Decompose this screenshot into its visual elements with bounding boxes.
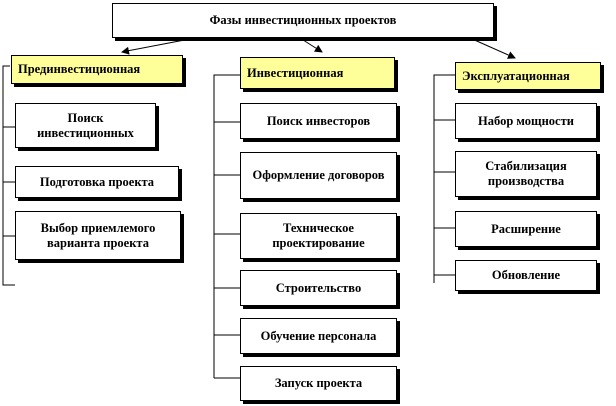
phase-investment: Инвестиционная bbox=[240, 57, 395, 89]
step-launch: Запуск проекта bbox=[240, 366, 397, 401]
step-search-investors: Поиск инвесторов bbox=[240, 103, 397, 139]
step-choose-variant: Выбор приемлемого варианта проекта bbox=[15, 211, 181, 260]
step-construction: Строительство bbox=[240, 270, 397, 306]
step-stabilization: Стабилизация производства bbox=[455, 151, 597, 197]
trunk-phase-2 bbox=[213, 74, 240, 378]
step-renewal: Обновление bbox=[455, 260, 597, 291]
trunk-phase-3 bbox=[433, 74, 455, 283]
phase-preinvestment: Прединвестиционная bbox=[11, 55, 183, 84]
arrow-to-phase-3 bbox=[469, 37, 516, 59]
step-engineering: Техническое проектирование bbox=[240, 213, 397, 259]
step-contracts: Оформление договоров bbox=[240, 152, 397, 199]
step-training: Обучение персонала bbox=[240, 318, 397, 354]
step-capacity: Набор мощности bbox=[455, 103, 597, 139]
diagram-title: Фазы инвестиционных проектов bbox=[112, 3, 494, 38]
step-search-investment: Поиск инвестиционных bbox=[15, 103, 156, 148]
trunk-phase-1 bbox=[2, 65, 15, 286]
step-expansion: Расширение bbox=[455, 211, 597, 247]
arrow-to-phase-2 bbox=[299, 37, 323, 53]
arrow-to-phase-1 bbox=[121, 37, 196, 55]
step-prepare-project: Подготовка проекта bbox=[15, 166, 179, 198]
phase-operation: Эксплуатационная bbox=[455, 62, 601, 90]
